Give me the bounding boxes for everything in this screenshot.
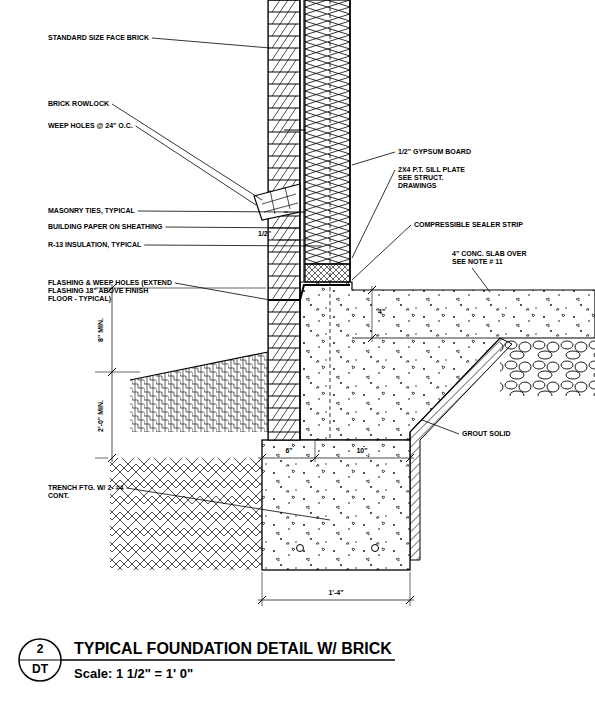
callout-label: TRENCH FTG. W/ 2- #4 CONT. xyxy=(48,484,128,500)
callout-label: MASONRY TIES, TYPICAL xyxy=(48,207,135,215)
leader-line xyxy=(422,420,459,434)
leader-line xyxy=(472,268,490,292)
sheet-id: DT xyxy=(19,663,61,676)
callout-label: BRICK ROWLOCK xyxy=(48,100,109,108)
callout-label: 1/2" GYPSUM BOARD xyxy=(398,148,471,156)
dimension-text: 10" xyxy=(356,447,367,455)
callout-label: COMPRESSIBLE SEALER STRIP xyxy=(414,221,523,229)
callout-label: FLASHING & WEEP HOLES (EXTEND FLASHING 1… xyxy=(48,279,173,303)
dimension-text: 8" MIN. xyxy=(97,318,105,342)
callout-label: WEEP HOLES @ 24" O.C. xyxy=(48,122,133,130)
callout-label: STANDARD SIZE FACE BRICK xyxy=(48,34,149,42)
leader-line xyxy=(175,283,270,300)
dimension-text: 1'-4" xyxy=(328,589,343,597)
dimension-text: 4" xyxy=(378,308,385,316)
leader-line xyxy=(138,211,288,212)
leader-line xyxy=(152,38,270,48)
callout-label: BUILDING PAPER ON SHEATHING xyxy=(48,223,162,231)
dimension-text: 2'-0" MIN. xyxy=(97,400,105,432)
leader-line xyxy=(136,126,256,205)
callout-label: GROUT SOLID xyxy=(462,430,511,438)
dimension-text: 6" xyxy=(285,447,292,455)
dimension-text: 1/2" xyxy=(258,230,271,238)
leader-line xyxy=(144,245,322,246)
leader-line xyxy=(126,488,330,520)
detail-number: 2 xyxy=(19,643,61,656)
leader-line xyxy=(112,104,262,200)
leader-line xyxy=(352,225,411,280)
detail-symbol: 2DT xyxy=(19,639,61,681)
callout-label: R-13 INSULATION, TYPICAL xyxy=(48,241,141,249)
drawing-title: TYPICAL FOUNDATION DETAIL W/ BRICK xyxy=(74,640,392,658)
leader-line xyxy=(352,170,395,258)
leader-line xyxy=(165,227,300,228)
scale-note: Scale: 1 1/2" = 1' 0" xyxy=(74,666,193,681)
callout-label: 2X4 P.T. SILL PLATE SEE STRUCT. DRAWINGS xyxy=(398,166,480,190)
leader-line xyxy=(352,152,395,165)
callout-label: 4" CONC. SLAB OVER SEE NOTE # 11 xyxy=(452,250,536,266)
